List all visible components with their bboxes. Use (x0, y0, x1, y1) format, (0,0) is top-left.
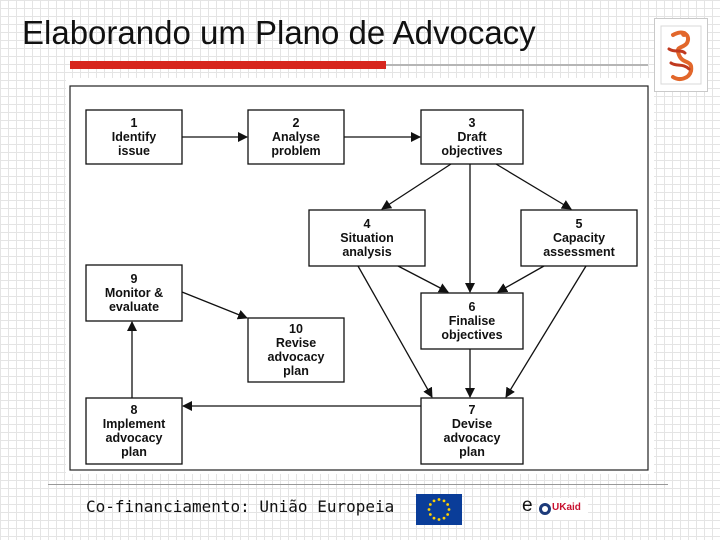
step-5-frame (520, 209, 638, 267)
step-1-frame (85, 109, 183, 165)
step-8-line-2: advocacy (106, 431, 163, 445)
step-10-line-2: advocacy (268, 350, 325, 364)
step-9-frame (85, 264, 183, 322)
ukaid-logo: UKaid (538, 498, 588, 520)
step-8-line-0: 8 (131, 403, 138, 417)
step-3-line-2: objectives (441, 144, 502, 158)
arrow-9-to-10 (181, 291, 248, 320)
step-8-line-1: Implement (103, 417, 166, 431)
flowchart-border (69, 85, 649, 471)
eu-star-icon (437, 518, 441, 521)
step-7-line-3: plan (459, 445, 485, 459)
step-5-line-1: Capacity (553, 231, 605, 245)
flow-steps: 1Identifyissue2Analyseproblem3Draftobjec… (85, 109, 638, 465)
arrow-5-to-7 (505, 265, 587, 398)
eu-flag-icon (416, 494, 462, 525)
eu-star-icon (442, 499, 446, 503)
footer-conjunction: e (522, 495, 533, 516)
cofinancing-text: Co-financiamento: União Europeia (86, 497, 395, 516)
step-9-line-2: evaluate (109, 300, 159, 314)
title-divider (386, 64, 648, 66)
arrow-4-to-7 (357, 265, 433, 398)
step-9-line-0: 9 (131, 272, 138, 286)
step-10-line-0: 10 (289, 322, 303, 336)
step-4-line-1: Situation (340, 231, 393, 245)
step-10-line-1: Revise (276, 336, 316, 350)
slide-title: Elaborando um Plano de Advocacy (22, 14, 536, 51)
step-8-line-3: plan (121, 445, 147, 459)
step-10-line-3: plan (283, 364, 309, 378)
step-2-line-0: 2 (293, 116, 300, 130)
step-10-frame (247, 317, 345, 383)
step-1-line-2: issue (118, 144, 150, 158)
eu-star-icon (427, 508, 431, 511)
step-6-line-1: Finalise (449, 314, 496, 328)
step-6-line-2: objectives (441, 328, 502, 342)
step-4-line-0: 4 (364, 217, 371, 231)
eu-star-icon (437, 498, 441, 501)
step-7-line-1: Devise (452, 417, 492, 431)
eu-stars-icon (427, 498, 451, 521)
step-4-frame (308, 209, 426, 267)
arrow-4-to-6 (397, 265, 449, 293)
eu-star-icon (432, 516, 436, 520)
step-5-line-2: assessment (543, 245, 615, 259)
eu-star-icon (432, 499, 436, 503)
flow-arrows (127, 132, 587, 411)
step-6-line-0: 6 (469, 300, 476, 314)
step-3-line-0: 3 (469, 116, 476, 130)
step-3-frame (420, 109, 524, 165)
eu-star-icon (428, 503, 432, 506)
uk-crest-icon (539, 503, 551, 515)
step-5-line-0: 5 (576, 217, 583, 231)
eu-star-icon (442, 516, 446, 520)
eu-star-icon (446, 503, 450, 506)
ukaid-wordmark: UKaid (552, 502, 581, 513)
step-6-frame (420, 292, 524, 350)
logo-figure-icon (660, 25, 702, 85)
step-9-line-1: Monitor & (105, 286, 163, 300)
flowchart-canvas: 1Identifyissue2Analyseproblem3Draftobjec… (69, 85, 649, 471)
arrow-3-to-5 (495, 163, 572, 210)
step-1-line-1: Identify (112, 130, 156, 144)
eu-star-icon (447, 508, 451, 511)
step-3-line-1: Draft (457, 130, 487, 144)
step-7-frame (420, 397, 524, 465)
step-7-line-0: 7 (469, 403, 476, 417)
organization-logo (654, 18, 708, 92)
step-4-line-2: analysis (342, 245, 391, 259)
title-accent-bar (70, 61, 386, 69)
footer-divider (48, 484, 668, 485)
step-7-line-2: advocacy (444, 431, 501, 445)
eu-star-icon (428, 513, 432, 516)
eu-star-icon (446, 513, 450, 516)
arrow-5-to-6 (497, 265, 545, 293)
arrow-3-to-4 (381, 163, 452, 210)
step-1-line-0: 1 (131, 116, 138, 130)
step-8-frame (85, 397, 183, 465)
step-2-line-1: Analyse (272, 130, 320, 144)
step-2-line-2: problem (271, 144, 320, 158)
step-2-frame (247, 109, 345, 165)
